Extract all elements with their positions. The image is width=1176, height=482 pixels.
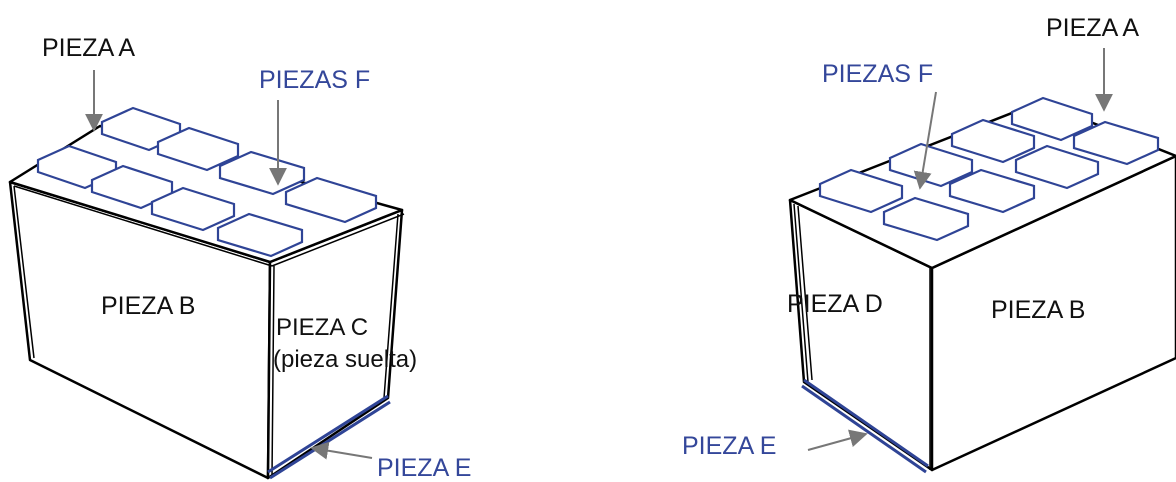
right-tile: [950, 118, 1036, 164]
left-edge-lines: [13, 185, 405, 477]
right-block: [788, 48, 1176, 474]
right-label-pieza-d: PIEZA D: [787, 290, 883, 318]
right-tile: [1010, 96, 1094, 142]
left-block: [8, 70, 405, 480]
left-label-pieza-b: PIEZA B: [101, 292, 196, 320]
left-tile: [150, 186, 236, 232]
left-label-piezas-f: PIEZAS F: [259, 66, 371, 94]
right-tile: [1072, 120, 1160, 166]
left-label-pieza-a: PIEZA A: [42, 34, 136, 62]
left-label-pieza-e: PIEZA E: [377, 454, 472, 482]
left-tile: [284, 176, 378, 224]
right-edge-lines: [793, 203, 931, 470]
right-label-pieza-b: PIEZA B: [991, 296, 1086, 324]
left-piece-e: [267, 394, 391, 480]
left-label-pieza-c-note: (pieza suelta): [273, 346, 418, 373]
right-tile: [888, 142, 974, 188]
right-label-piezas-f: PIEZAS F: [822, 60, 934, 88]
left-arrow-e: [310, 441, 373, 460]
right-label-pieza-e: PIEZA E: [682, 432, 777, 460]
right-tile: [948, 168, 1036, 214]
right-tile: [818, 168, 904, 214]
right-label-pieza-a: PIEZA A: [1046, 14, 1140, 42]
right-tile: [882, 196, 970, 242]
right-arrow-e: [807, 429, 868, 451]
left-label-pieza-c: PIEZA C: [276, 314, 369, 341]
left-tile: [216, 212, 304, 258]
right-tile: [1014, 144, 1100, 190]
right-tiles: [818, 96, 1160, 242]
right-arrow-f: [913, 91, 937, 190]
right-piece-e: [801, 378, 929, 474]
left-tile: [156, 126, 240, 172]
